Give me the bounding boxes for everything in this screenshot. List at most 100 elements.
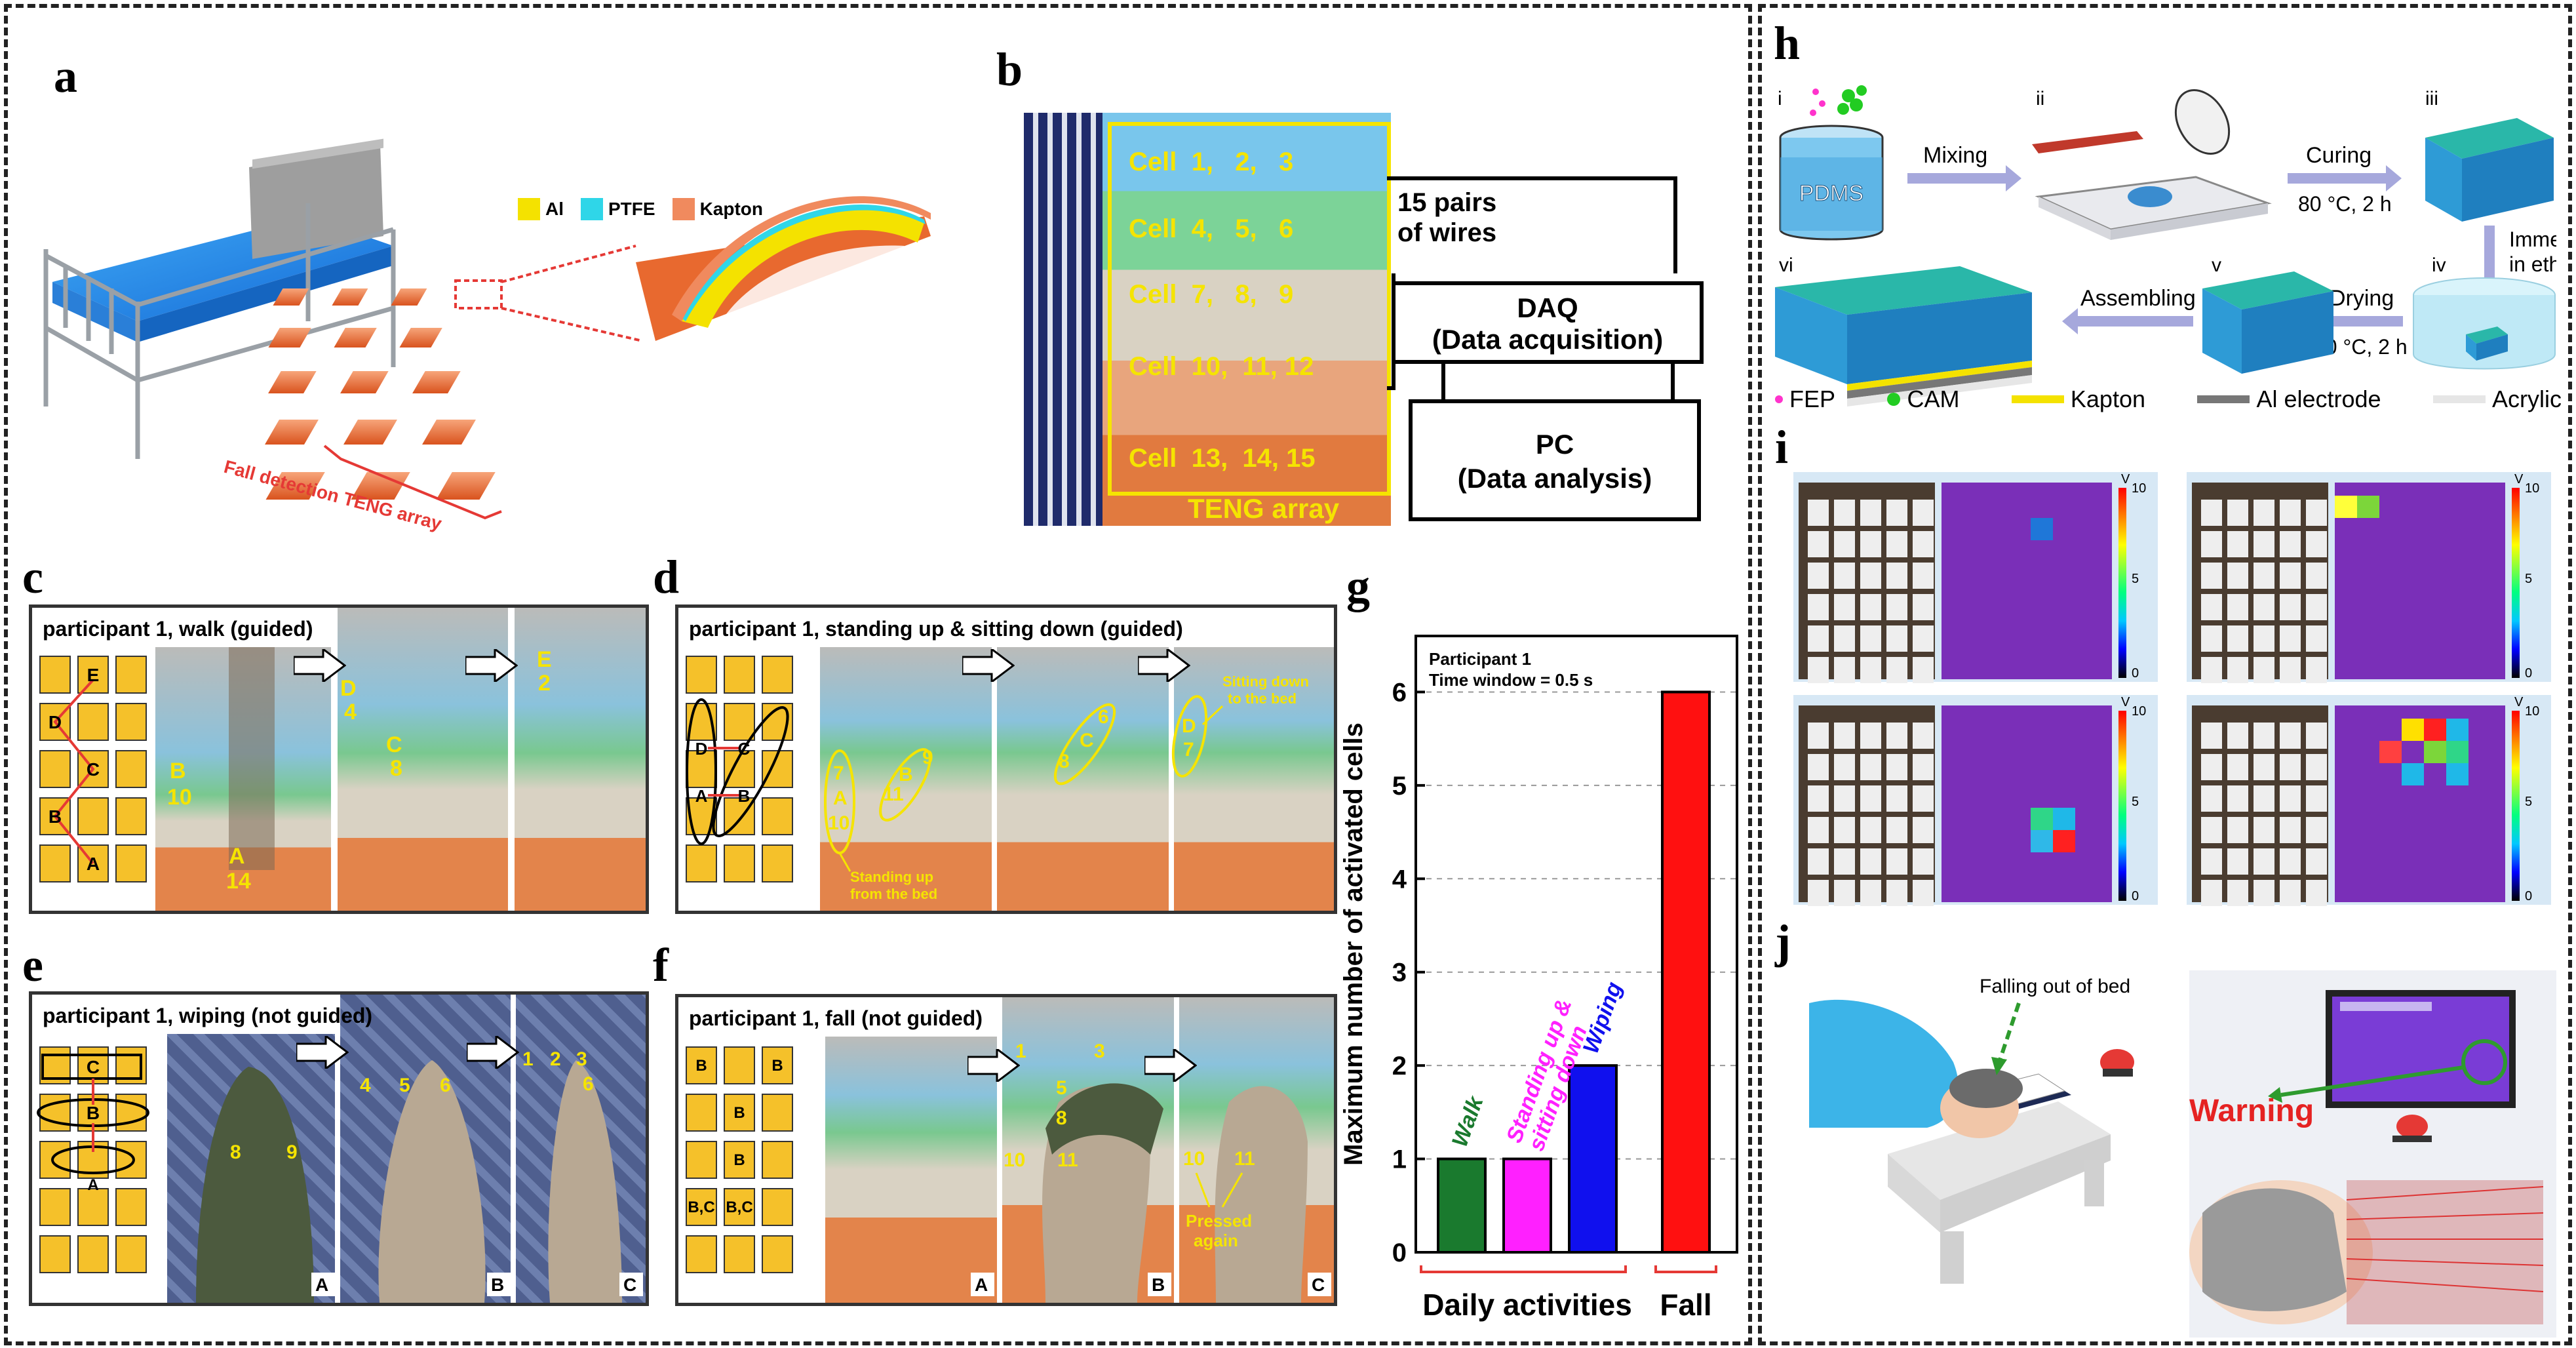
active-cell [2053,830,2075,852]
d-grid-d: D [695,739,708,759]
sensor-tile [2254,563,2274,589]
d1-label-7: 7 [833,763,844,784]
bar-walk [1437,1157,1487,1254]
e-step-c: C [623,1275,636,1295]
y-tick-label-6: 6 [1392,678,1407,707]
al-electrode-line [2197,395,2250,403]
active-cell [2402,719,2424,741]
f-grid-b-2: B [771,1057,783,1075]
teng-device-icon [636,196,931,341]
panel-d-title: participant 1, standing up & sitting dow… [689,617,1183,641]
e3-label-3: 3 [576,1048,587,1070]
step-iii: iii [2425,88,2438,109]
sensor-tile [1913,500,1934,526]
fep-dot [1775,395,1783,403]
d1-label-a: A [833,787,848,809]
sensor-tile [2280,594,2301,620]
sensor-tile [2306,723,2327,749]
colorbar-tick: 0 [2132,666,2139,681]
sensor-tile [1834,785,1855,812]
colorbar-4 [2512,711,2520,901]
d3-note-line-2: to the bed [1228,690,1297,707]
panel-f-overlay: B B B B B,C B,C 1 3 5 8 10 11 10 11 Pres… [686,1041,1331,1303]
sensor-tile [2280,880,2301,906]
voltage-map-3 [1942,705,2112,902]
panel-f: participant 1, fall (not guided) B B B B… [675,994,1337,1306]
ptfe-swatch [581,198,603,220]
striped-shirt [1024,113,1103,526]
d3-note-line-1: Sitting down [1222,673,1309,690]
sensor-tile [2280,563,2301,589]
sensor-tile [1834,563,1855,589]
legend-fep: FEP [1789,386,1836,412]
sensor-tile [2227,625,2248,652]
daq-box [1392,281,1704,364]
sensor-tile [1860,625,1881,652]
sensor-tile [1886,563,1907,589]
panel-d-photo-3 [1174,647,1334,911]
sensor-array-photo-3 [1799,705,1935,906]
colorbar-tick: 5 [2525,572,2533,586]
active-cell [2031,518,2053,540]
e-grid-a: A [87,1176,98,1194]
panel-d: participant 1, standing up & sitting dow… [675,605,1337,914]
sensor-tile [2201,594,2222,620]
f2-label-11: 11 [1057,1149,1078,1171]
sensor-tile [1834,657,1855,683]
sensor-array-photo-2 [2192,483,2328,683]
sensor-tile [2201,563,2222,589]
sensor-tile [2227,880,2248,906]
f2-label-5: 5 [1056,1077,1067,1099]
mixing-label: Mixing [1923,143,1987,168]
al-swatch [518,198,540,220]
d1-label-b: B [899,764,913,785]
f-grid-bc-1: B,C [688,1199,714,1216]
sensor-tile [1808,625,1829,652]
sensor-tile [1860,531,1881,557]
d2-label-6: 6 [1098,706,1109,728]
sensor-tile [1808,500,1829,526]
d3-label-7: 7 [1183,739,1194,761]
f3-label-10: 10 [1183,1148,1205,1170]
panel-d-overlay: D C A B 7 A 10 9 B 11 Standing up from t… [686,656,1309,902]
pc-title: PC [1536,429,1574,460]
sensor-tile [2201,754,2222,780]
colorbar-unit: V [2121,472,2130,486]
teng-array-label: TENG array [1188,493,1340,524]
c2-label-d: D [340,676,357,701]
sensor-tile [2254,785,2274,812]
bar-label-wiping: Wiping [1578,978,1627,1056]
mold-tray-icon [2032,89,2272,240]
colorbar-tick: 10 [2132,481,2147,496]
pc-subtitle: (Data analysis) [1458,463,1652,494]
sensor-tile [2201,785,2222,812]
active-cell [2357,496,2379,518]
patient-bed-illustration [1809,999,2134,1284]
sensor-tile [2254,880,2274,906]
voltage-map-1 [1942,483,2112,679]
hospital-bed-icon [43,138,396,459]
active-cell [2053,808,2075,830]
sensor-tile [2306,500,2327,526]
colorbar-tick: 5 [2525,795,2533,809]
assembled-device-icon [1775,266,2032,406]
active-cell [2446,763,2469,785]
c-grid-e: E [87,665,100,685]
sensor-tile [1860,817,1881,843]
panel-a-caption: Fall detection TENG array [222,456,444,534]
sensor-tile [2280,500,2301,526]
sensor-tile [2227,848,2248,875]
sensor-tile [2306,785,2327,812]
f-grid-bc-2: B,C [726,1199,752,1216]
sensor-tile [2306,754,2327,780]
wires-line-2: of wires [1397,218,1496,247]
c-arrow-2 [465,649,518,682]
sensor-tile [1834,817,1855,843]
active-cell [2402,763,2424,785]
colorbar-1 [2118,488,2126,678]
c2-label-4: 4 [344,700,357,724]
colorbar-tick: 10 [2525,481,2540,496]
sensor-tile [2280,723,2301,749]
